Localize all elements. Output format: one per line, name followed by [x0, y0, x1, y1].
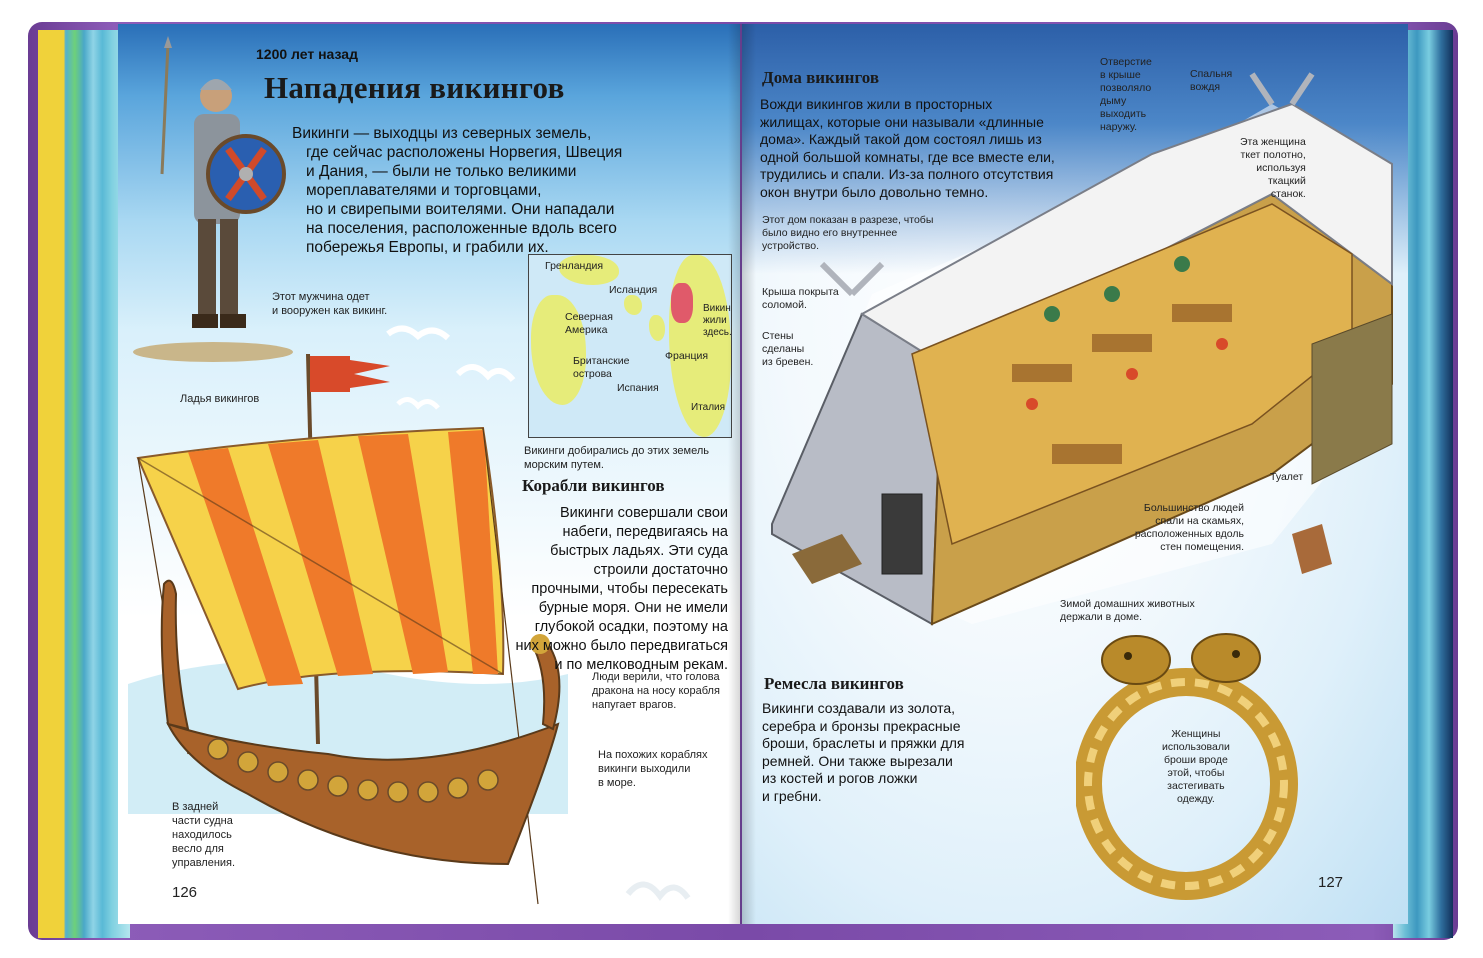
british-isles-land: [649, 315, 665, 341]
intro-paragraph: Викинги — выходцы из северных земель, гд…: [292, 125, 623, 256]
steering-oar-note: В задней части судна находилось весло дл…: [172, 801, 236, 869]
map-label-british-isles: Британские острова: [573, 355, 630, 380]
crafts-heading: Ремесла викингов: [764, 674, 904, 693]
left-page: 1200 лет назад Нападения викингов Этот м…: [118, 24, 740, 924]
north-america-land: [531, 295, 586, 405]
houses-paragraph: Вожди викингов жили в просторных жилищах…: [760, 96, 1055, 200]
viking-routes-map: Гренландия Исландия Северная Америка Бри…: [528, 254, 732, 438]
warrior-caption: Этот мужчина одет и вооружен как викинг.: [272, 291, 388, 317]
map-label-italy: Италия: [691, 402, 726, 413]
era-label: 1200 лет назад: [256, 46, 358, 62]
right-page: Дома викингов Вожди викингов жили в прос…: [742, 24, 1408, 924]
similar-ships-note: На похожих кораблях викинги выходили в м…: [598, 749, 708, 789]
chief-bedroom-note: Спальня вождя: [1190, 68, 1233, 93]
page-title: Нападения викингов: [264, 70, 565, 105]
gold-brooch-illustration: [1076, 633, 1298, 900]
page-number-right: 127: [1318, 874, 1344, 891]
map-label-north-america: Северная Америка: [565, 311, 613, 336]
map-label-iceland: Исландия: [609, 284, 658, 296]
page-edges-left: [38, 30, 130, 938]
animals-indoors-note: Зимой домашних животных держали в доме.: [1060, 598, 1195, 623]
book-gutter: [728, 24, 756, 924]
longhouse-cutaway-illustration: [771, 72, 1393, 626]
thatch-roof-note: Крыша покрыта соломой.: [762, 286, 839, 311]
brooch-note: Женщины использовали броши вроде этой, ч…: [1162, 728, 1230, 805]
map-label-greenland: Гренландия: [545, 260, 604, 272]
seagulls-top-illustration: [386, 325, 516, 410]
scandinavia-highlight: [671, 283, 693, 323]
cutaway-note: Этот дом показан в разрезе, чтобы было в…: [762, 214, 934, 252]
map-label-france: Франция: [665, 350, 709, 362]
ships-paragraph: Викинги совершали свои набеги, передвига…: [515, 505, 728, 673]
viking-longship-illustration: [128, 353, 568, 905]
houses-heading: Дома викингов: [762, 68, 879, 87]
roof-hole-note: Отверстие в крыше позволяло дыму выходит…: [1100, 56, 1152, 133]
greenland-land: [559, 255, 619, 285]
map-caption: Викинги добирались до этих земель морски…: [524, 445, 709, 471]
ships-heading: Корабли викингов: [522, 476, 665, 495]
weaver-note: Эта женщина ткет полотно, используя ткац…: [1240, 136, 1306, 200]
benches-note: Большинство людей спали на скамьях, расп…: [1134, 502, 1244, 553]
ship-flag: [310, 356, 350, 392]
map-label-vikings-here: Викинги жили здесь.: [703, 303, 732, 338]
map-label-spain: Испания: [617, 382, 659, 394]
page-number-left: 126: [172, 884, 198, 901]
dragon-note: Люди верили, что голова дракона на носу …: [592, 671, 720, 711]
log-walls-note: Стены сделаны из бревен.: [762, 330, 814, 368]
crafts-paragraph: Викинги создавали из золота, серебра и б…: [762, 700, 965, 804]
ship-label: Ладья викингов: [180, 393, 260, 405]
seagulls-bottom-illustration: [574, 845, 738, 901]
toilet-note: Туалет: [1270, 471, 1304, 483]
viking-warrior-illustration: [133, 36, 293, 362]
iceland-land: [624, 295, 642, 315]
